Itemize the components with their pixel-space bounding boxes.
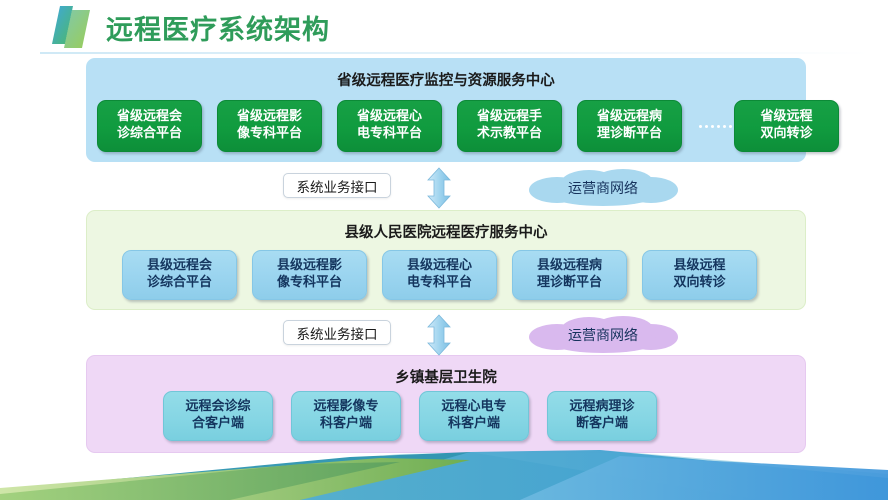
double-arrow-vertical-bottom-icon [423,314,455,360]
node-provincial-6[interactable]: 省级远程 双向转诊 [734,100,839,152]
cloud-label-top: 运营商网络 [568,181,638,197]
node-town-1[interactable]: 远程会诊综 合客户端 [163,391,273,441]
node-provincial-5[interactable]: 省级远程病 理诊断平台 [577,100,682,152]
interface-label-top: 系统业务接口 [283,173,391,198]
node-county-5[interactable]: 县级远程 双向转诊 [642,250,757,300]
node-provincial-1[interactable]: 省级远程会 诊综合平台 [97,100,202,152]
cloud-label-bottom: 运营商网络 [568,328,638,344]
page-title: 远程医疗系统架构 [106,15,330,46]
interface-label-bottom: 系统业务接口 [283,320,391,345]
node-county-3[interactable]: 县级远程心 电专科平台 [382,250,497,300]
layer-panel-provincial: 省级远程医疗监控与资源服务中心 [86,58,806,162]
layer-title-county: 县级人民医院远程医疗服务中心 [344,225,548,241]
cloud-operator-network-bottom: 运营商网络 [523,315,683,355]
title-divider [40,52,870,54]
node-provincial-3[interactable]: 省级远程心 电专科平台 [337,100,442,152]
parallelogram-logo-icon [46,4,110,50]
node-county-1[interactable]: 县级远程会 诊综合平台 [122,250,237,300]
cloud-operator-network-top: 运营商网络 [523,168,683,208]
layer-title-town: 乡镇基层卫生院 [395,370,497,386]
node-town-3[interactable]: 远程心电专 科客户端 [419,391,529,441]
node-provincial-4[interactable]: 省级远程手 术示教平台 [457,100,562,152]
node-county-2[interactable]: 县级远程影 像专科平台 [252,250,367,300]
layer-title-provincial: 省级远程医疗监控与资源服务中心 [337,73,555,89]
node-county-4[interactable]: 县级远程病 理诊断平台 [512,250,627,300]
node-town-2[interactable]: 远程影像专 科客户端 [291,391,401,441]
node-town-4[interactable]: 远程病理诊 断客户端 [547,391,657,441]
node-provincial-2[interactable]: 省级远程影 像专科平台 [217,100,322,152]
ellipsis-provincial [697,123,734,129]
double-arrow-vertical-top-icon [423,167,455,213]
